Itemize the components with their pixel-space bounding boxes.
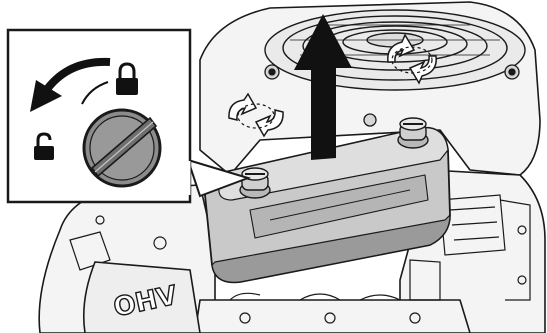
cover-knob-right [398,118,428,148]
cover-knob-left [240,168,270,198]
knob-icon [84,110,160,186]
cylinder-head-cover: OHV [84,262,200,333]
